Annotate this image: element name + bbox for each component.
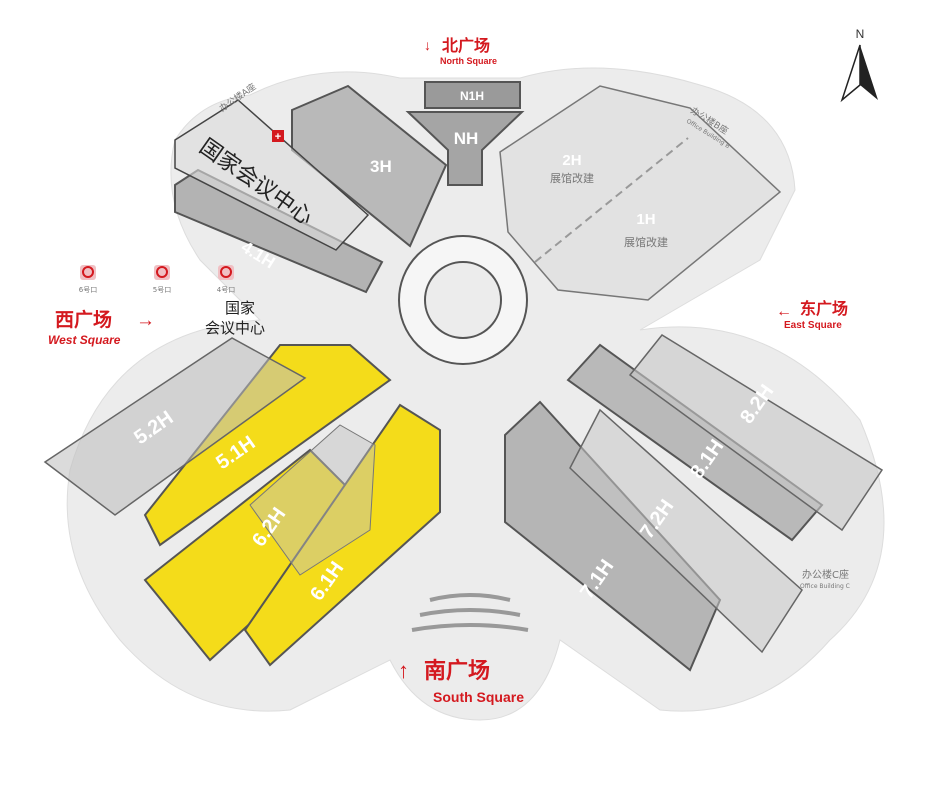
hall-2h-1h[interactable]	[499, 85, 782, 301]
office-c-label-en: Office Building C	[800, 583, 850, 590]
svg-text:+: +	[275, 131, 281, 143]
south-square-label-en: South Square	[433, 689, 524, 705]
subway-icon	[220, 266, 232, 278]
hall-nh[interactable]	[405, 111, 525, 186]
east-arrow-icon: ←	[776, 303, 792, 320]
south-square-label: 南广场	[424, 658, 490, 683]
west-square-label: 西广场	[55, 308, 112, 331]
central-ring-inner	[424, 261, 502, 339]
south-walkway	[411, 593, 529, 632]
subway-exit-4[interactable]: 4号口	[217, 265, 235, 294]
hall-5-2h[interactable]	[43, 337, 307, 516]
hall-6-1h[interactable]	[243, 403, 441, 667]
subway-exit-6[interactable]: 6号口	[79, 265, 97, 294]
cncc-label-line1: 国家	[225, 300, 255, 317]
subway-icon	[82, 266, 94, 278]
hall-nh-label: NH	[454, 129, 479, 148]
north-arrow-icon: ↓	[424, 37, 431, 53]
hall-5-1h[interactable]	[143, 344, 392, 547]
hall-2h-label: 2H	[562, 152, 581, 169]
hall-1h-note: 展馆改建	[624, 235, 668, 249]
hall-3h-label: 3H	[370, 157, 392, 176]
hall-1h-label: 1H	[636, 211, 655, 228]
hall-3h[interactable]	[291, 84, 448, 248]
north-square-label-en: North Square	[440, 56, 497, 66]
svg-text:4号口: 4号口	[217, 286, 235, 294]
hall-7-1h[interactable]	[504, 400, 722, 672]
west-square-label-en: West Square	[48, 333, 121, 347]
cncc-label-line2: 会议中心	[205, 320, 265, 337]
cncc-building[interactable]	[174, 99, 370, 251]
north-square-label: 北广场	[442, 36, 490, 55]
svg-text:6号口: 6号口	[79, 286, 97, 294]
office-c-label: 办公楼C座	[802, 568, 849, 581]
subway-icon	[156, 266, 168, 278]
east-square-label: 东广场	[800, 299, 848, 318]
hall-2h-note: 展馆改建	[550, 171, 594, 185]
svg-text:5号口: 5号口	[153, 286, 171, 294]
medical-cross-icon	[272, 130, 284, 142]
compass-icon: N	[840, 27, 878, 103]
hall-8-2h[interactable]	[628, 334, 884, 532]
hall-n1h[interactable]	[424, 81, 521, 109]
east-square-label-en: East Square	[784, 320, 842, 331]
svg-text:N: N	[856, 27, 865, 41]
hall-n1h-label: N1H	[460, 89, 484, 103]
hall-7-2h[interactable]	[569, 408, 803, 654]
west-arrow-icon: →	[136, 310, 155, 331]
subway-exit-5[interactable]: 5号口	[153, 265, 171, 294]
south-arrow-icon: ↑	[398, 658, 409, 683]
